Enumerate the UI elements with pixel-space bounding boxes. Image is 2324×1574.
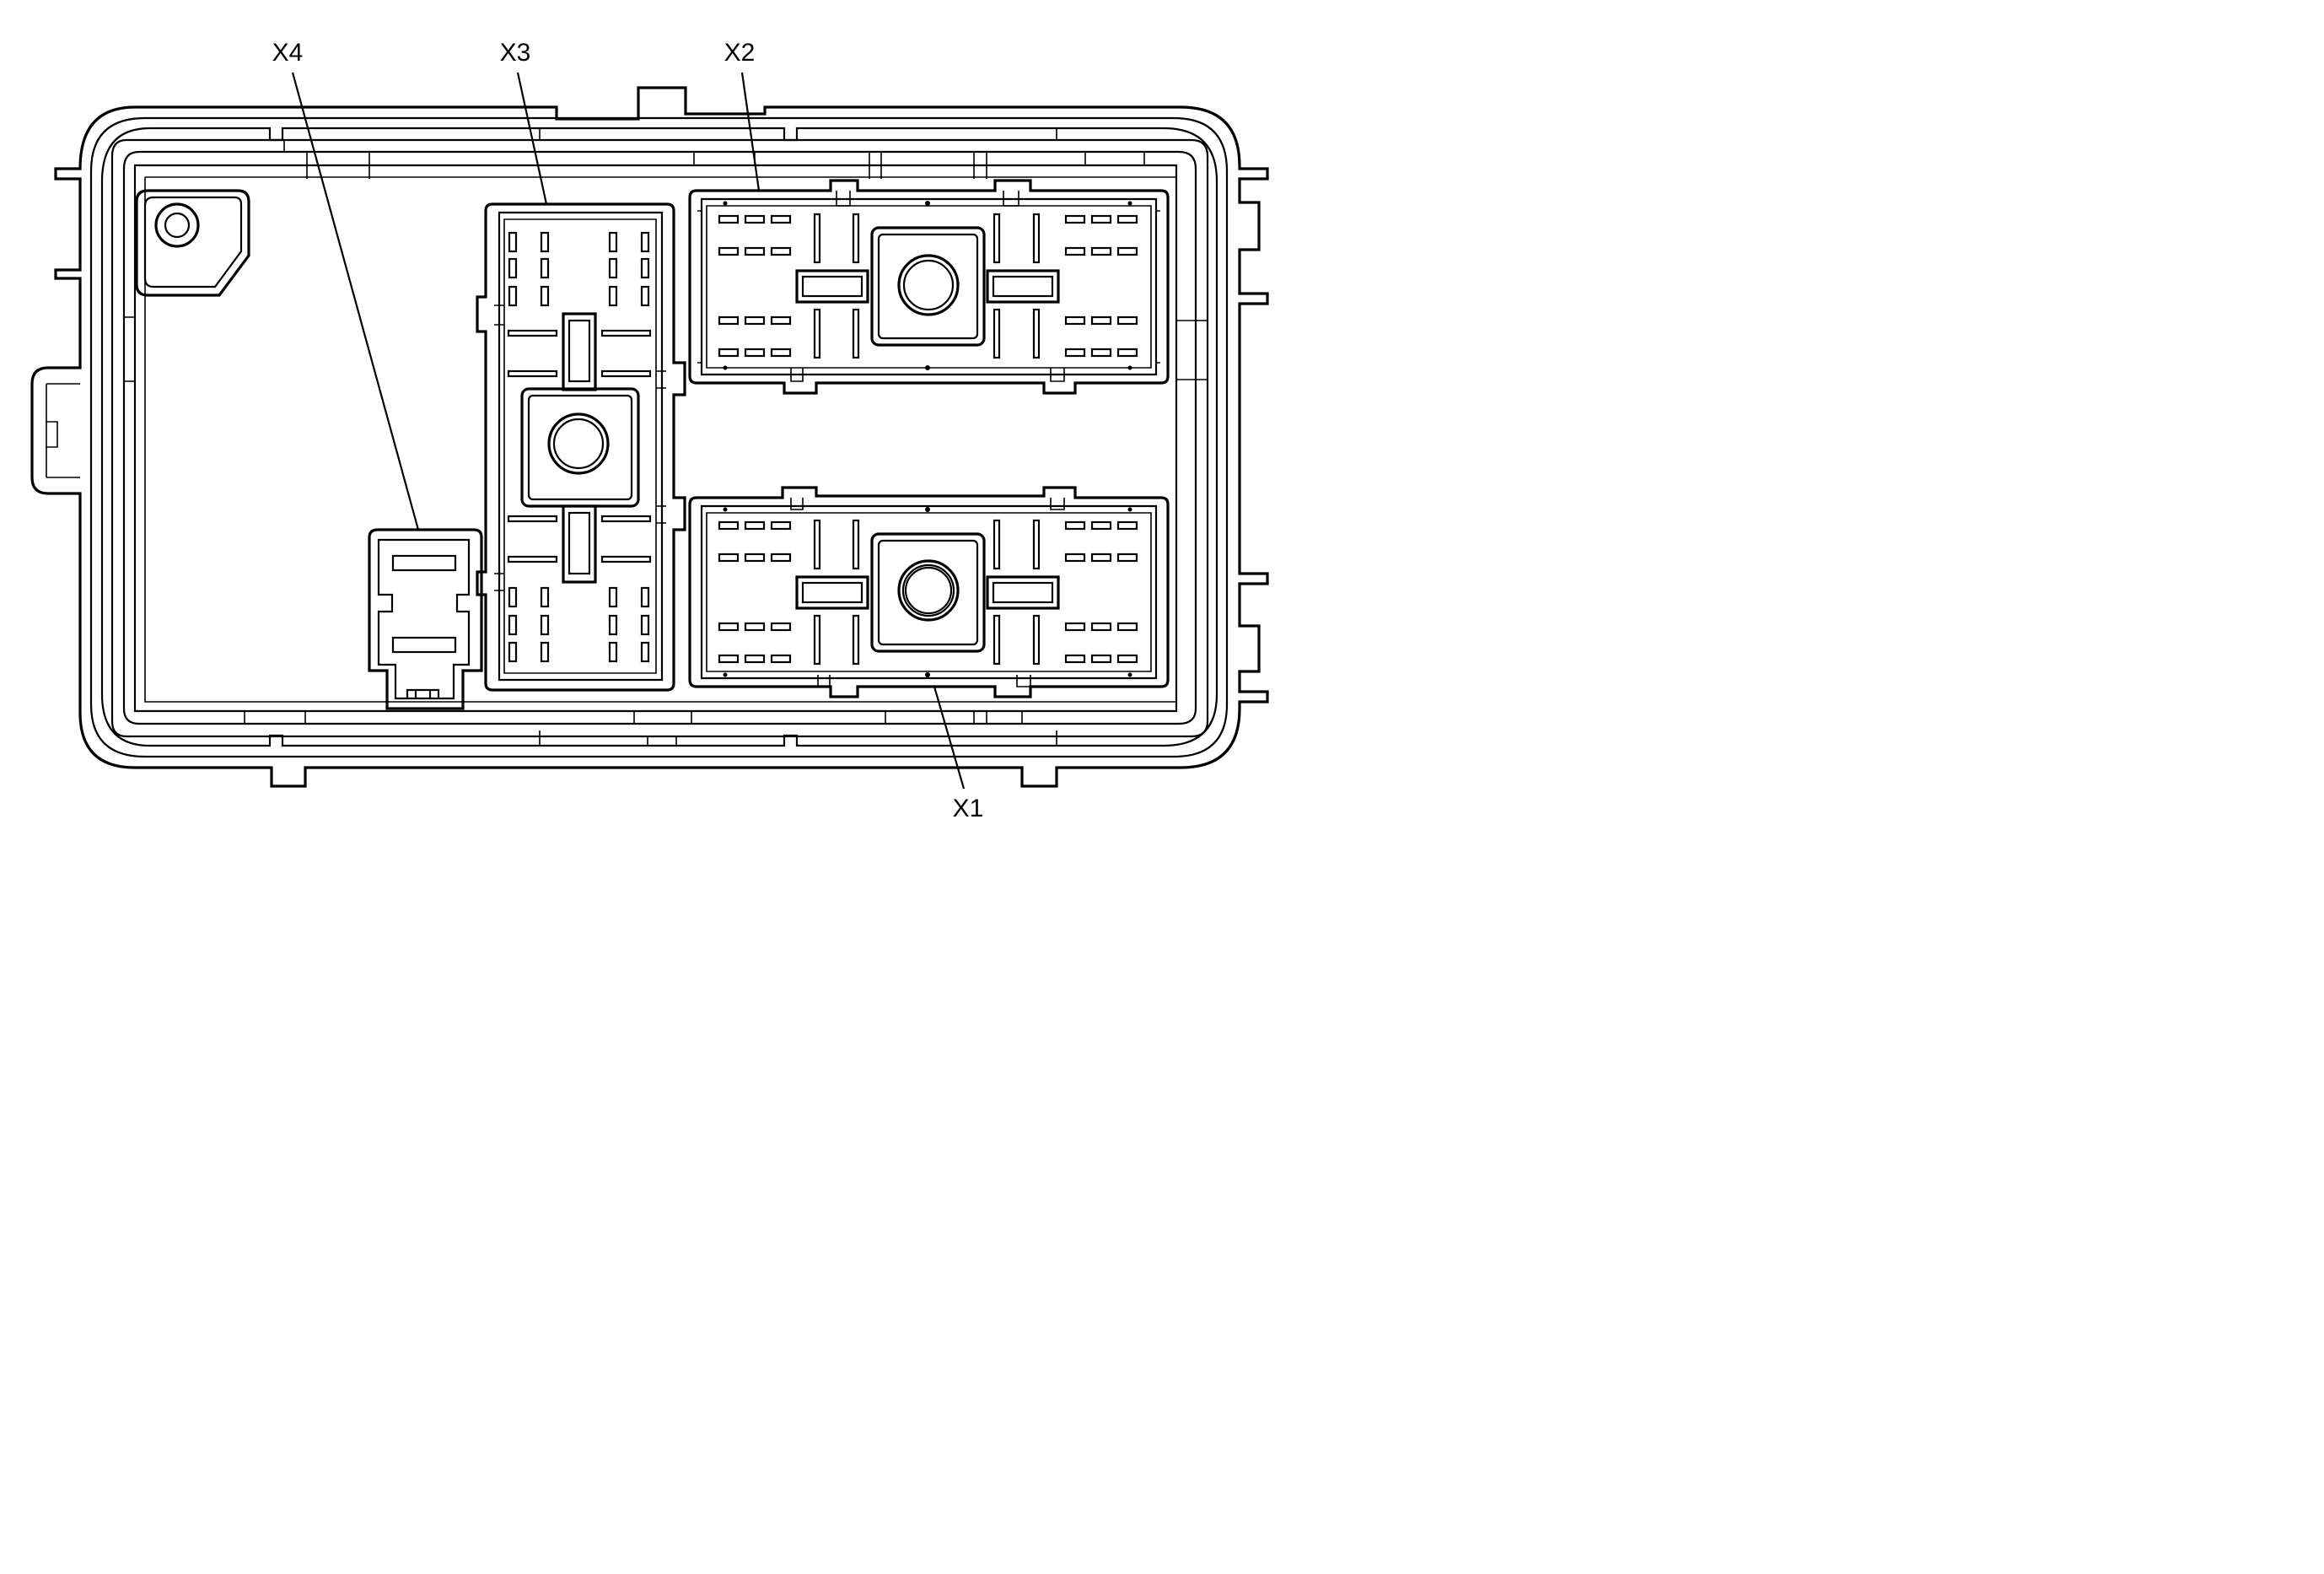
leader-line-x2	[740, 72, 761, 191]
housing-outline	[30, 86, 1269, 788]
x1-pin-slots	[718, 520, 1138, 664]
leader-lines	[291, 72, 966, 790]
x3-bolt-icon	[547, 412, 610, 475]
leader-line-x4	[291, 72, 420, 531]
x2-bolt-icon	[897, 254, 960, 316]
callout-x1: X1	[953, 795, 984, 822]
connector-housing-diagram: X4 X3 X2 X1	[30, 39, 1269, 822]
callout-x2: X2	[724, 39, 756, 67]
x3-pin-slots-bottom	[508, 586, 650, 663]
leader-line-x1	[933, 686, 966, 790]
callout-x4: X4	[272, 39, 304, 67]
connector-x1	[688, 486, 1170, 698]
x3-pin-slots-top	[508, 231, 650, 307]
x1-bolt-icon	[897, 559, 960, 622]
leader-line-x3	[516, 72, 548, 205]
bolt-hole-icon	[154, 202, 200, 248]
connector-x4	[368, 528, 483, 710]
callout-x3: X3	[500, 39, 531, 67]
connector-x3	[476, 202, 686, 692]
x2-pin-slots	[718, 214, 1138, 358]
connector-x2	[688, 179, 1170, 395]
callout-labels: X4 X3 X2 X1	[272, 39, 984, 822]
mounting-boss	[135, 189, 250, 297]
